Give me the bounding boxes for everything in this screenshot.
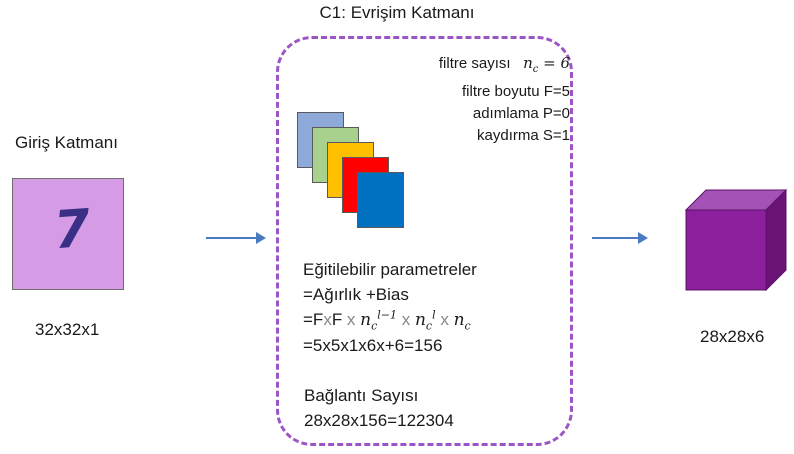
input-dims: 32x32x1 bbox=[35, 320, 100, 339]
filter-count-label: filtre sayısı bbox=[438, 55, 511, 72]
filter-params: filtre sayısı nc = 6 filtre boyutu F=5 a… bbox=[439, 52, 570, 147]
digit-glyph: 7 bbox=[51, 198, 93, 262]
padding: kaydırma S=1 bbox=[477, 127, 570, 144]
filter-count-math: nc = 6 bbox=[523, 54, 570, 75]
connections: Bağlantı Sayısı 28x28x156=122304 bbox=[304, 383, 454, 433]
trainable-params: Eğitilebilir parametreler =Ağırlık +Bias… bbox=[303, 257, 477, 358]
trainable-line1: =Ağırlık +Bias bbox=[303, 285, 409, 304]
filter-5 bbox=[357, 172, 404, 228]
output-cube bbox=[684, 188, 788, 292]
input-image bbox=[12, 178, 124, 290]
trainable-heading: Eğitilebilir parametreler bbox=[303, 260, 477, 279]
connections-heading: Bağlantı Sayısı bbox=[304, 386, 419, 405]
output-dims: 28x28x6 bbox=[700, 327, 765, 346]
filter-count-row: filtre sayısı nc = 6 bbox=[439, 52, 570, 81]
layer-title: C1: Evrişim Katmanı bbox=[319, 3, 475, 22]
arrow-right-icon bbox=[206, 232, 266, 244]
cube-side-face bbox=[765, 188, 787, 292]
conv-layer-frame bbox=[276, 36, 573, 446]
stride: adımlama P=0 bbox=[472, 105, 570, 122]
filter-size: filtre boyutu F=5 bbox=[462, 83, 570, 100]
cube-front-face bbox=[685, 209, 767, 291]
input-layer-label: Giriş Katmanı bbox=[15, 133, 118, 152]
trainable-formula: =FxF x ncl−1 x ncl x nc bbox=[303, 308, 471, 333]
connections-value: 28x28x156=122304 bbox=[304, 411, 454, 430]
arrow-right-icon bbox=[592, 232, 648, 244]
trainable-line3: =5x5x1x6x+6=156 bbox=[303, 336, 443, 355]
